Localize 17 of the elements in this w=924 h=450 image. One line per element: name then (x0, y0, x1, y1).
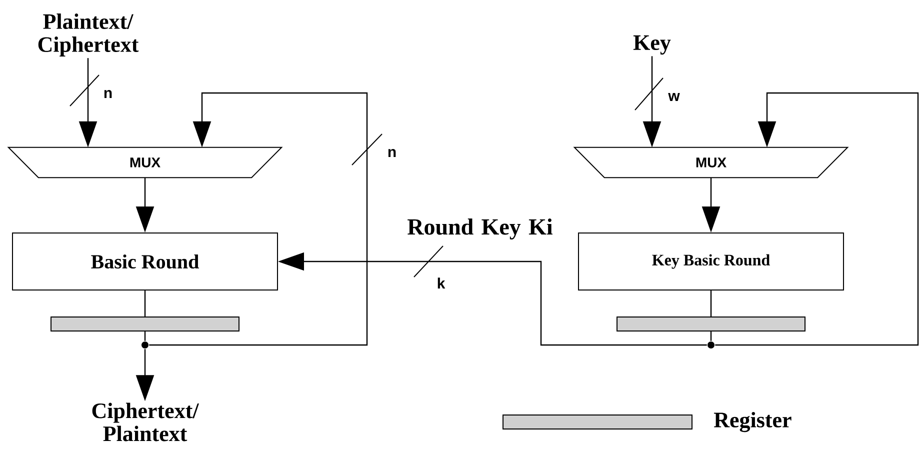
input-label: Key (633, 35, 671, 55)
edge-label: n (102, 88, 114, 100)
output-label: Ciphertext/ Plaintext (92, 402, 199, 442)
register-bar (616, 316, 806, 332)
input-label: Plaintext/ Ciphertext (38, 14, 139, 56)
edge-label: w (667, 92, 681, 102)
arrow (149, 92, 368, 346)
junction-dot (142, 342, 148, 348)
junction-dot (708, 342, 714, 348)
arrow (715, 92, 919, 346)
signal-label: Round Key Ki (408, 218, 552, 240)
edge-label: k (436, 276, 446, 290)
legend-label: Register (714, 412, 792, 432)
edge-label: n (386, 148, 398, 158)
process-box: Basic Round (12, 232, 278, 290)
register-bar (50, 316, 240, 332)
process-box: Key Basic Round (578, 232, 844, 290)
